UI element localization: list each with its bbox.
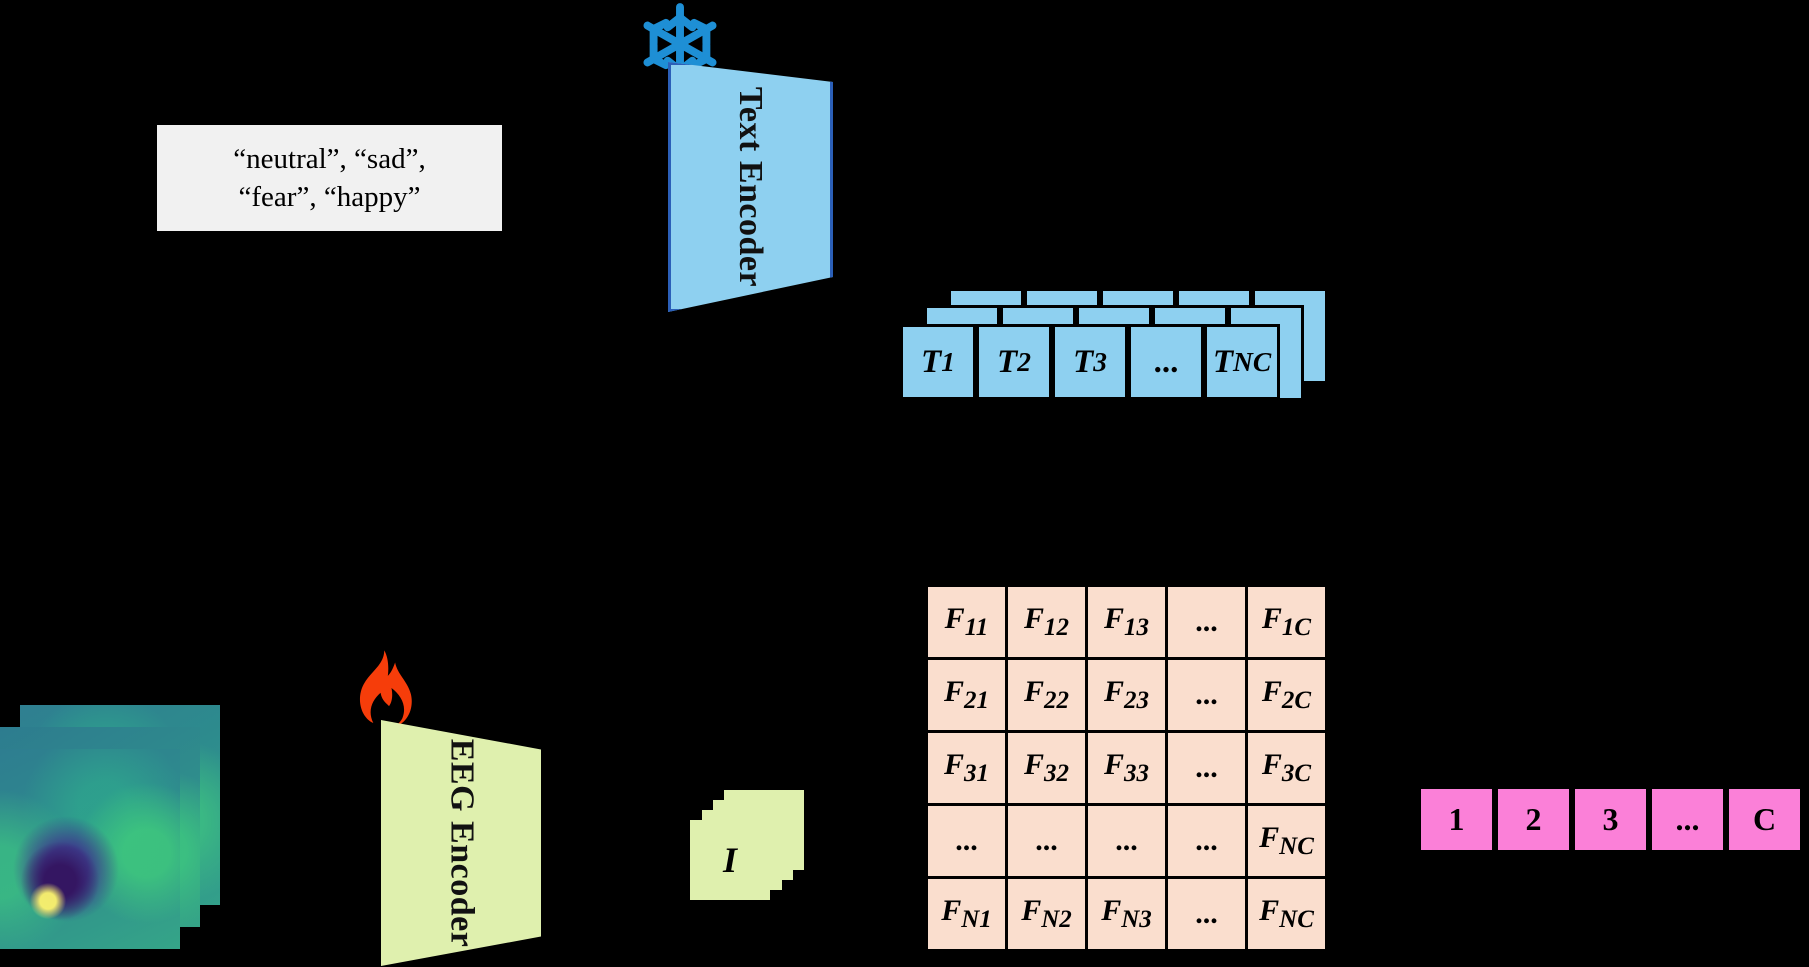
feature-matrix-cell: FN2 [1005,876,1088,952]
feature-matrix-cell: FN3 [1085,876,1168,952]
class-prompt-box: “neutral”, “sad”, “fear”, “happy” [157,125,502,231]
feature-matrix-cell: F13 [1085,584,1168,660]
feature-matrix-cell: F11 [925,584,1008,660]
feature-matrix-row: ............FNC [925,803,1328,879]
eeg-latent-label-layer: I [690,820,770,900]
feature-matrix-cell: ... [1085,803,1168,879]
feature-matrix-cell: FN1 [925,876,1008,952]
text-token-cell: ... [1128,324,1204,400]
text-encoder-label: Text Encoder [732,86,770,288]
class-index-cell: 2 [1495,786,1572,853]
feature-matrix-cell: ... [1165,730,1248,806]
feature-matrix-cell: ... [1165,876,1248,952]
feature-matrix-cell: F3C [1245,730,1328,806]
feature-matrix-cell: F32 [1005,730,1088,806]
feature-matrix-cell: ... [1165,657,1248,733]
feature-matrix-cell: ... [1165,584,1248,660]
flame-icon [344,648,422,740]
feature-matrix-cell: ... [925,803,1008,879]
feature-matrix-cell: F2C [1245,657,1328,733]
feature-matrix-cell: F1C [1245,584,1328,660]
eeg-topomap-layer [0,749,180,949]
class-index-cell: 1 [1418,786,1495,853]
feature-matrix-cell: ... [1005,803,1088,879]
class-index-cell: ... [1649,786,1726,853]
feature-matrix-cell: F23 [1085,657,1168,733]
feature-matrix-cell: F22 [1005,657,1088,733]
class-index-cell: 3 [1572,786,1649,853]
class-index-cell: C [1726,786,1803,853]
prompt-line-2: “fear”, “happy” [238,181,421,213]
feature-matrix-cell: FNC [1245,803,1328,879]
feature-matrix-cell: F31 [925,730,1008,806]
feature-matrix-cell: F21 [925,657,1008,733]
eeg-latent-label: I [722,840,737,880]
eeg-latent-stack: I [690,790,810,900]
eeg-encoder-label: EEG Encoder [443,738,481,948]
feature-matrix-cell: F33 [1085,730,1168,806]
feature-matrix-cell: FNC [1245,876,1328,952]
feature-matrix-cell: F12 [1005,584,1088,660]
text-encoder-block[interactable]: Text Encoder [668,62,833,312]
eeg-topomap-stack [0,705,240,967]
prompt-line-1: “neutral”, “sad”, [233,142,426,175]
eeg-encoder-block[interactable]: EEG Encoder [381,720,541,966]
feature-matrix-cell: ... [1165,803,1248,879]
